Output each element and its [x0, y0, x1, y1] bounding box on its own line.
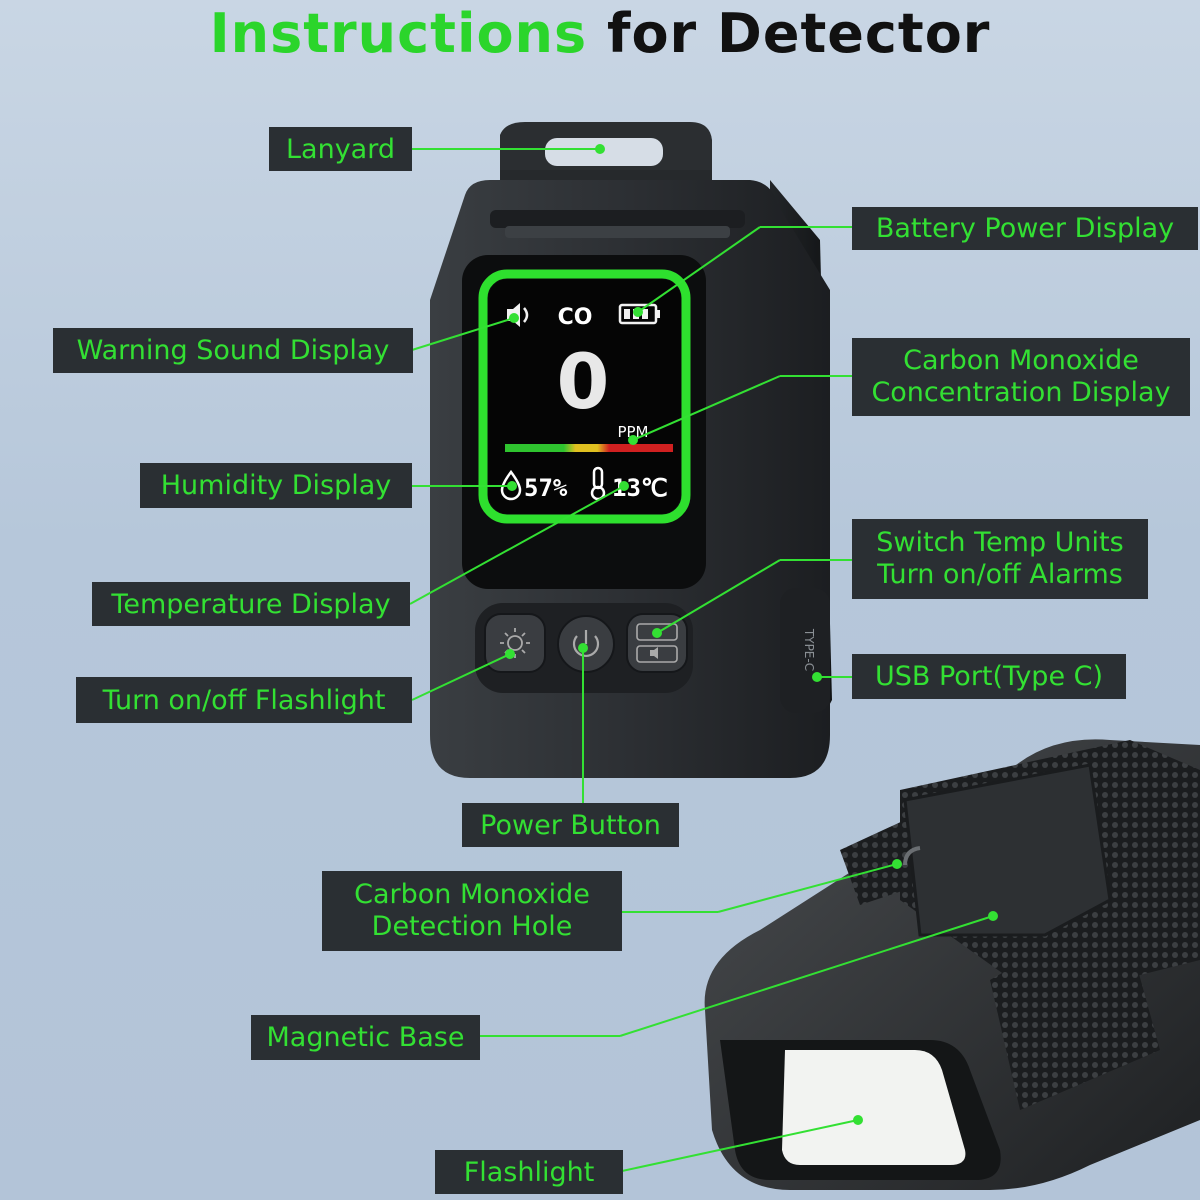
- detector-back: [704, 739, 1200, 1190]
- callout-humidity: Humidity Display: [140, 463, 412, 508]
- callout-hole-line2: Detection Hole: [371, 911, 573, 942]
- screen-gas: CO: [558, 305, 593, 330]
- callout-power-button: Power Button: [462, 803, 679, 847]
- callout-usb-port: USB Port(Type C): [852, 654, 1126, 699]
- callout-co-line2: Concentration Display: [871, 377, 1171, 408]
- callout-battery-display: Battery Power Display: [852, 207, 1198, 250]
- screen-reading: 0: [557, 337, 610, 426]
- thermometer-icon: [590, 466, 606, 501]
- title-rest: for Detector: [606, 2, 991, 65]
- port-label: TYPE-C: [802, 628, 816, 671]
- callout-hole-line1: Carbon Monoxide: [354, 879, 590, 910]
- callout-warning-sound: Warning Sound Display: [53, 328, 413, 373]
- callout-switch-line2: Turn on/off Alarms: [877, 559, 1123, 590]
- callout-flashlight-button: Turn on/off Flashlight: [76, 677, 412, 723]
- callout-magnetic-base: Magnetic Base: [251, 1015, 480, 1060]
- leader-lines: [409, 144, 998, 1172]
- callout-detection-hole: Carbon Monoxide Detection Hole: [322, 871, 622, 951]
- screen-humidity: 57%: [524, 474, 568, 502]
- callout-lanyard: Lanyard: [269, 127, 412, 171]
- callout-temperature: Temperature Display: [92, 582, 410, 626]
- callout-flashlight: Flashlight: [435, 1150, 623, 1194]
- callout-co-concentration: Carbon Monoxide Concentration Display: [852, 338, 1190, 416]
- title-highlight: Instructions: [209, 2, 588, 65]
- callout-switch-units: Switch Temp Units Turn on/off Alarms: [852, 519, 1148, 599]
- page-title: Instructions for Detector: [0, 2, 1200, 65]
- callout-switch-line1: Switch Temp Units: [876, 527, 1124, 558]
- power-icon: [572, 630, 600, 658]
- callout-co-line1: Carbon Monoxide: [903, 345, 1139, 376]
- detector-front: TYPE-C CO 0 PPM 57% 13℃: [430, 122, 832, 778]
- droplet-icon: [500, 469, 522, 501]
